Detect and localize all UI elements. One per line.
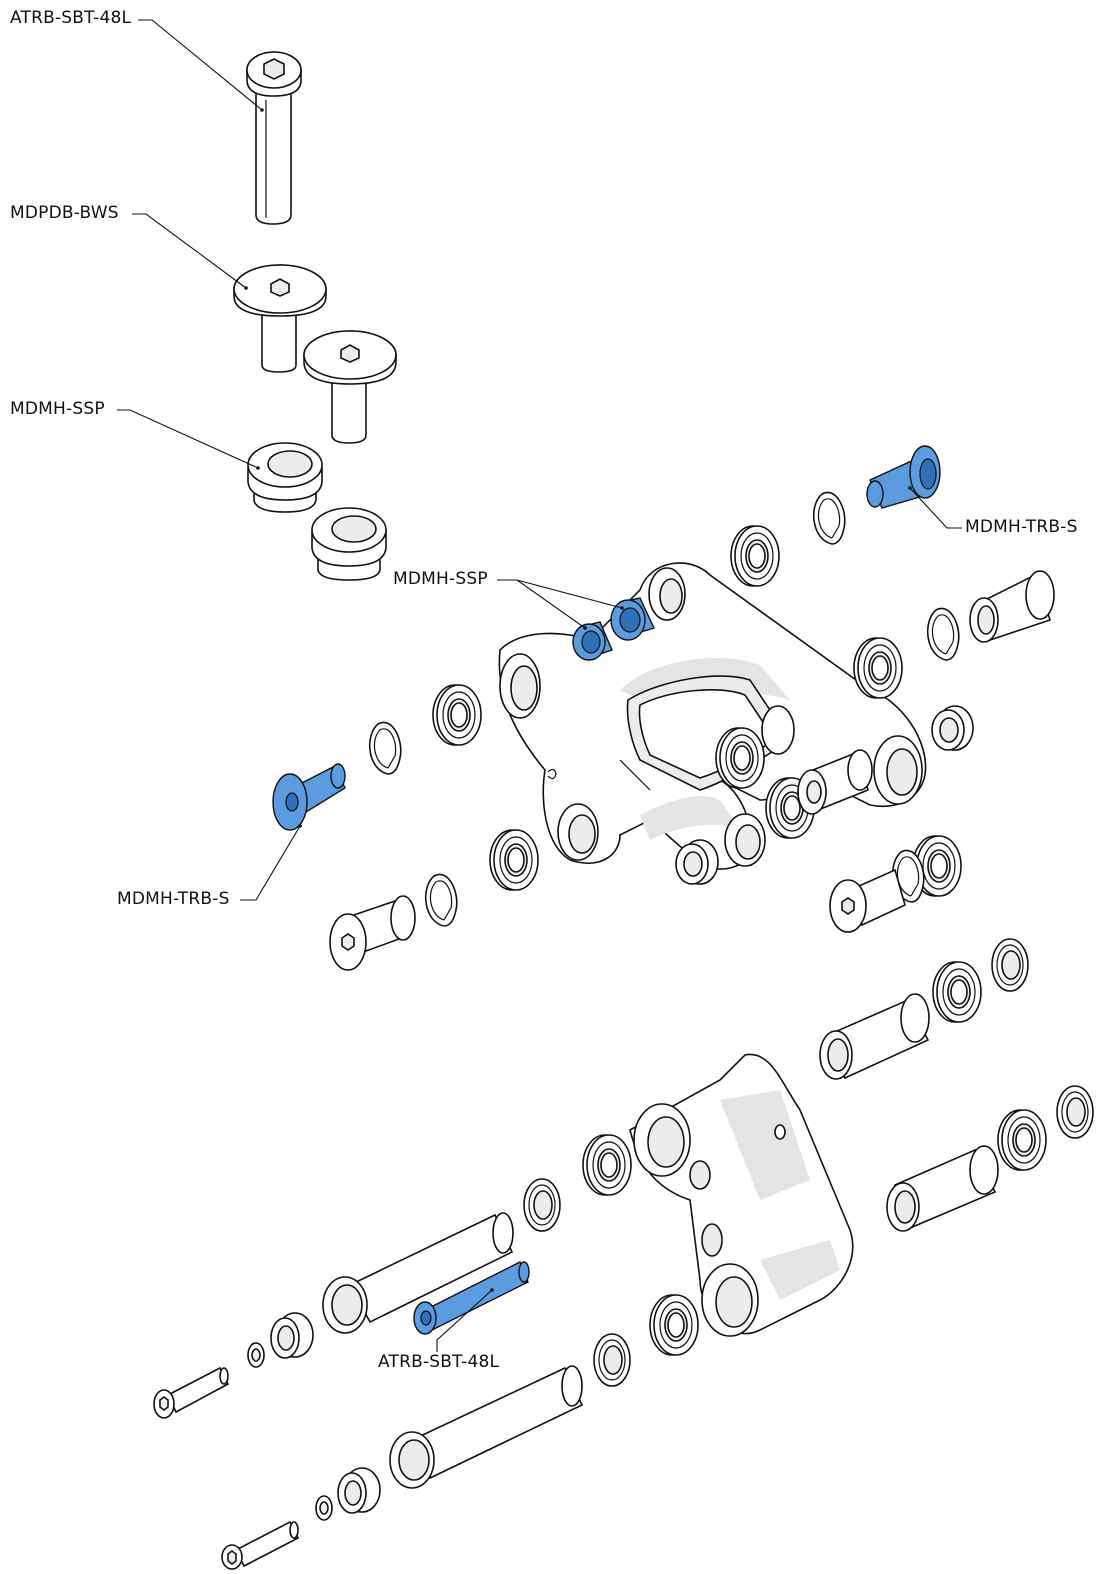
bearing-link-6 xyxy=(715,727,765,789)
bearing-mount-2 xyxy=(649,1294,699,1356)
callout-mdpdb-bws: MDPDB-BWS xyxy=(10,203,119,223)
leader-lines xyxy=(117,19,962,1352)
washer-mount-3 xyxy=(991,938,1029,992)
callout-mdmh-ssp-top: MDMH-SSP xyxy=(10,399,105,419)
clip-link-4 xyxy=(926,607,960,661)
washer-mount-1 xyxy=(523,1178,561,1232)
bearing-mount-4 xyxy=(997,1109,1047,1171)
axle-through-link xyxy=(797,749,873,815)
spacer-ssp-top-1 xyxy=(247,442,323,513)
spacer-small-lower xyxy=(675,839,719,885)
bolt-small-2 xyxy=(221,1520,300,1570)
bearing-mount-1 xyxy=(582,1134,632,1196)
pin-mdpdb-1 xyxy=(233,264,327,373)
callout-atrb-sbt-48l-bottom: ATRB-SBT-48L xyxy=(378,1352,500,1372)
spacer-ssp-highlight-2 xyxy=(610,597,655,641)
pin-mdpdb-2 xyxy=(303,330,397,444)
washer-small-1 xyxy=(247,1342,265,1368)
washer-small-2 xyxy=(315,1495,333,1521)
spacer-ssp-top-2 xyxy=(311,507,387,581)
bearing-link-2 xyxy=(489,829,539,891)
bearing-mount-3 xyxy=(932,961,982,1023)
bushing-trb-right-highlight xyxy=(866,445,941,509)
spacer-small-right xyxy=(931,705,974,751)
clip-link-2 xyxy=(424,873,458,927)
bearing-link-1 xyxy=(432,684,482,746)
clip-link-3 xyxy=(812,491,846,545)
pin-flange-right xyxy=(969,570,1055,643)
spacer-ssp-highlight-1 xyxy=(572,621,613,661)
axle-tube-2 xyxy=(389,1365,584,1489)
clip-link-1 xyxy=(368,721,402,775)
sleeve-slotted-1 xyxy=(819,993,930,1080)
callout-mdmh-trb-s-left: MDMH-TRB-S xyxy=(117,889,230,909)
bolt-atrb-top xyxy=(246,51,302,225)
callout-atrb-sbt-48l-top: ATRB-SBT-48L xyxy=(10,8,132,28)
sleeve-slotted-2 xyxy=(886,1145,999,1232)
bolt-small-1 xyxy=(153,1366,230,1419)
bearing-link-4 xyxy=(853,637,903,699)
shock-mount-body xyxy=(629,1053,854,1337)
pin-flange-lower-right xyxy=(829,868,906,933)
cone-spacer-2 xyxy=(337,1467,381,1514)
pin-flange-left xyxy=(329,895,416,971)
callout-mdmh-trb-s-right: MDMH-TRB-S xyxy=(965,517,1078,537)
bearing-link-3 xyxy=(730,525,780,587)
bolt-atrb-bottom-highlight xyxy=(413,1261,530,1335)
washer-mount-2 xyxy=(593,1333,631,1387)
axle-tube-1 xyxy=(322,1212,514,1334)
callout-mdmh-ssp-middle: MDMH-SSP xyxy=(393,569,488,589)
rocker-link-frame xyxy=(498,562,927,870)
bushing-trb-left-highlight xyxy=(272,763,346,831)
washer-mount-4 xyxy=(1056,1085,1094,1139)
cone-spacer-1 xyxy=(270,1312,314,1359)
